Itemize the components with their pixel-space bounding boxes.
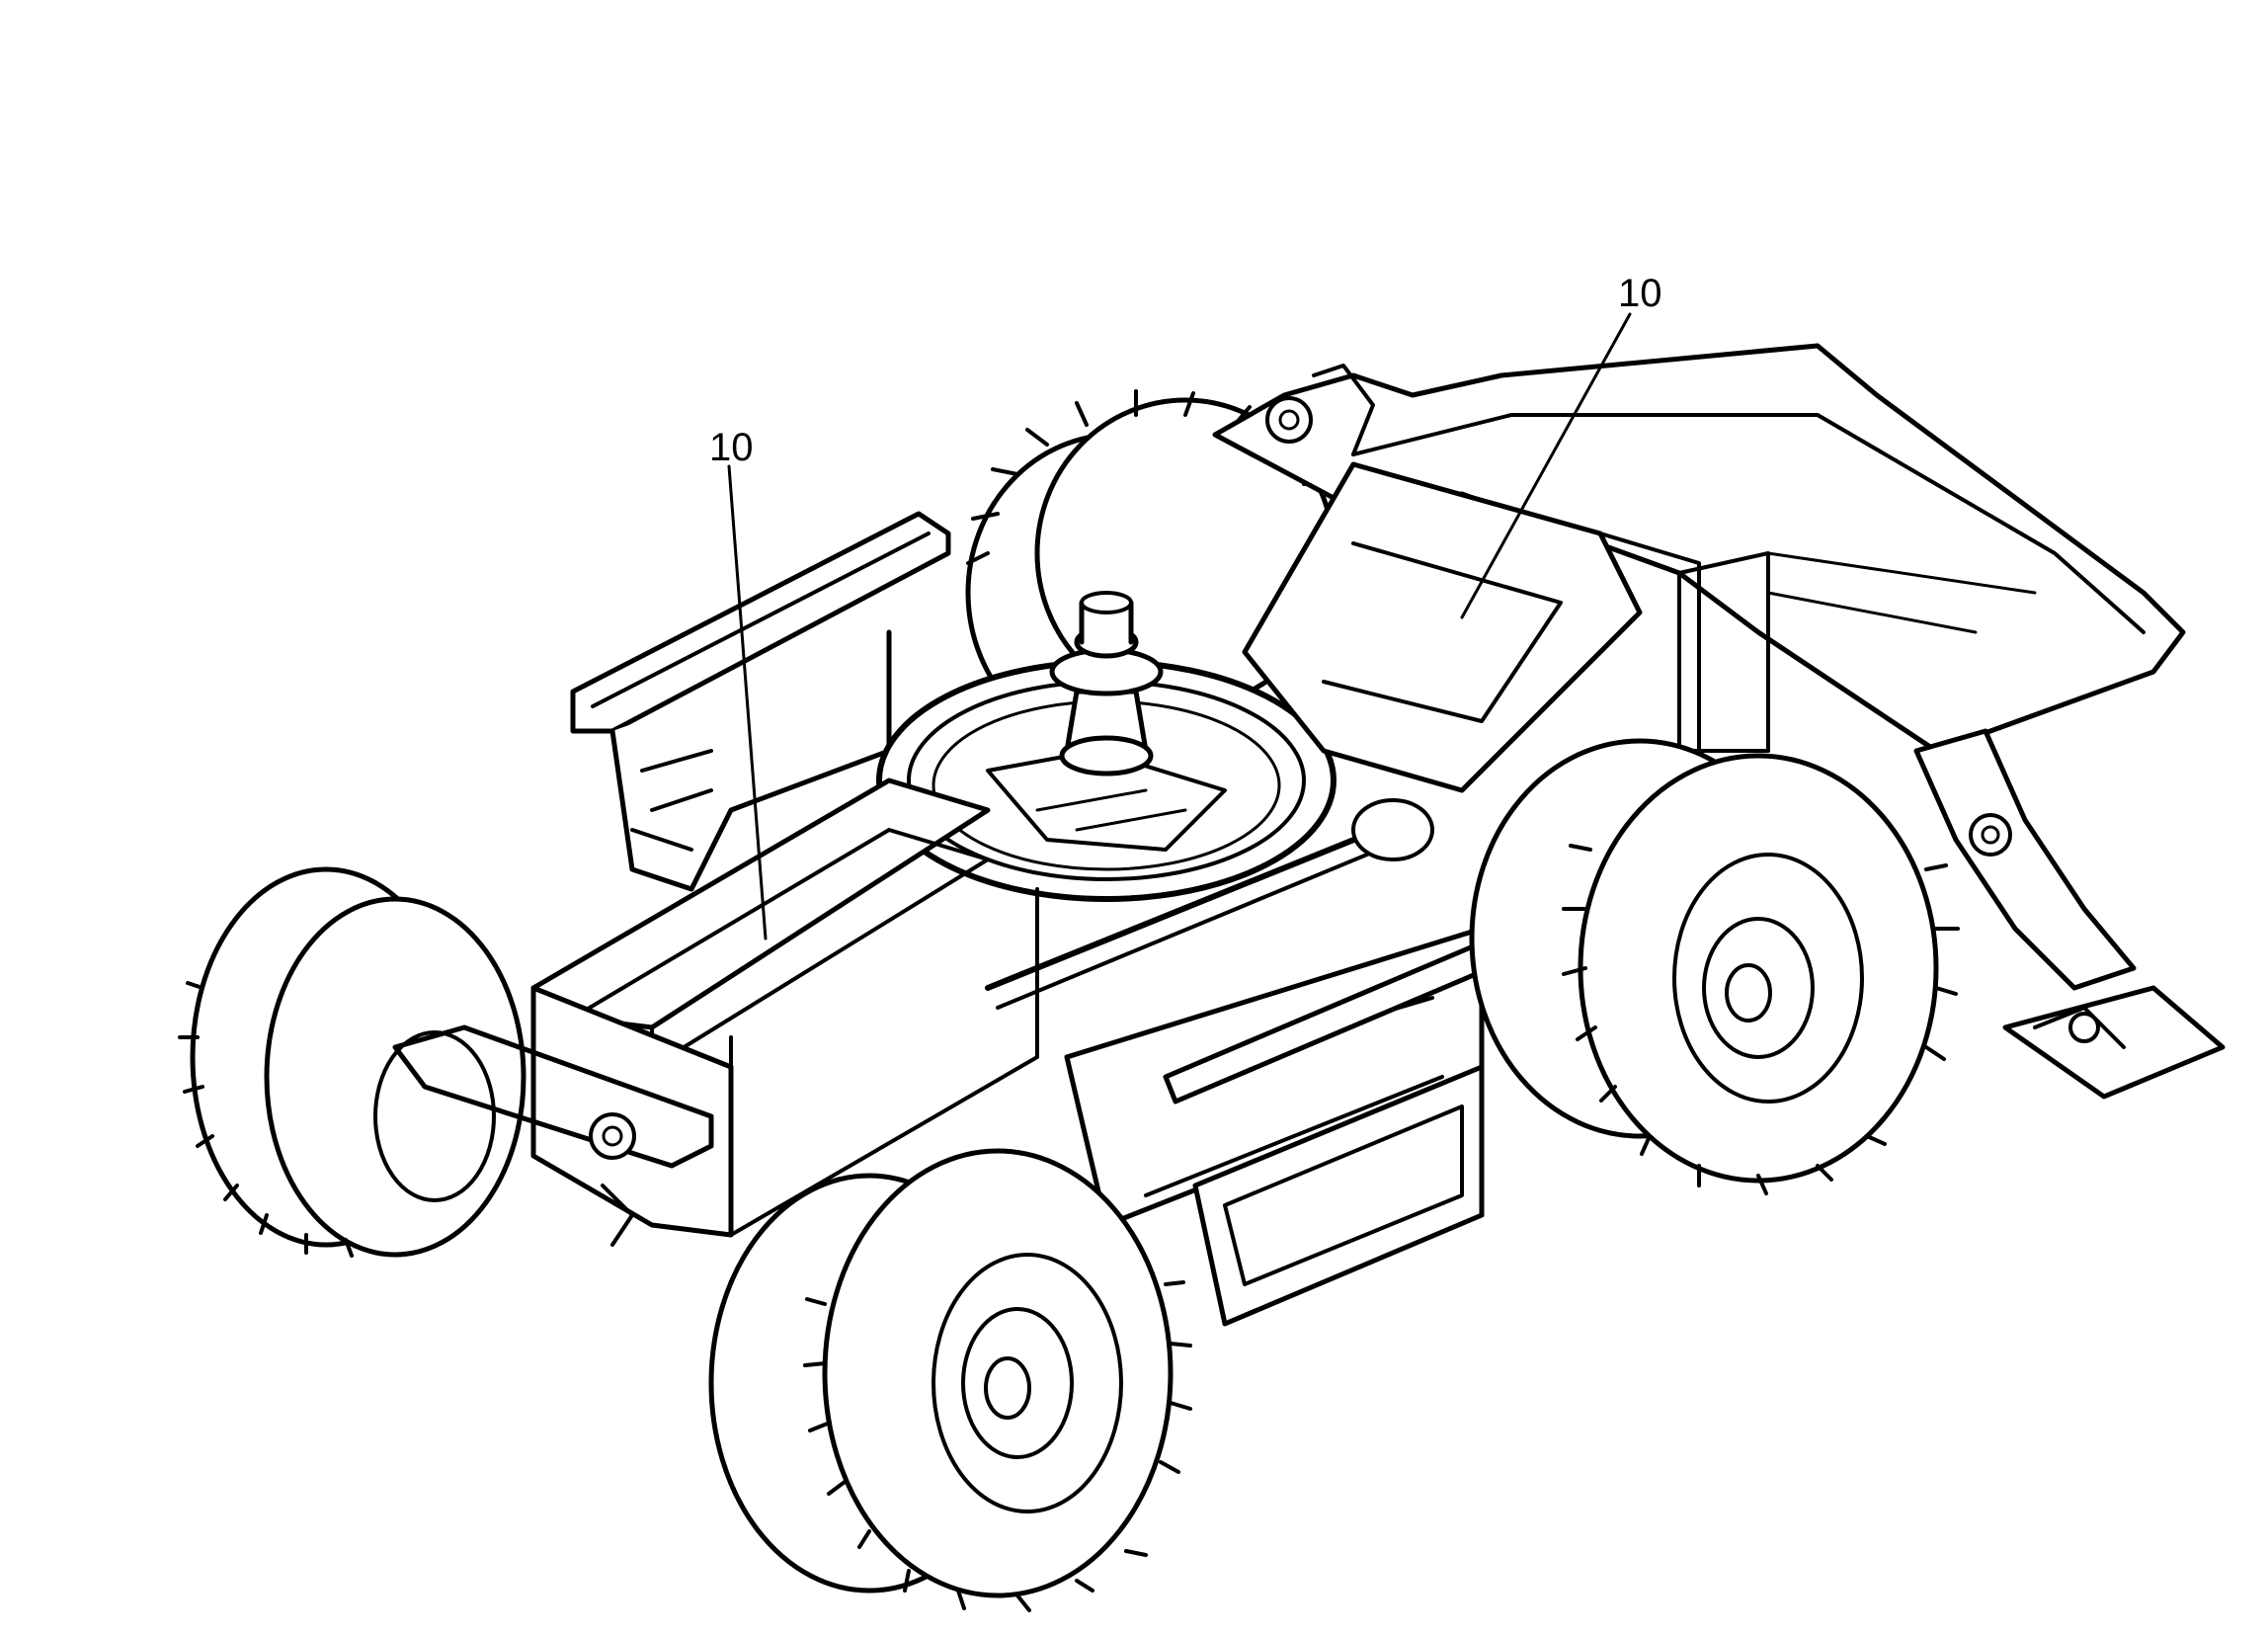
turntable-swing-bearing [876, 591, 1336, 902]
callout-leader-lines [727, 312, 1632, 941]
callout-left-label: 10 [709, 426, 754, 469]
front-tires [708, 1148, 1192, 1612]
callout-right-leader [1460, 312, 1632, 619]
rear-left-tires [178, 866, 526, 1258]
main-chassis-frame [530, 461, 1701, 1327]
callout-right-label: 10 [1618, 272, 1662, 315]
outrigger-stabilizer [1913, 728, 2226, 1100]
right-middle-tires [1469, 738, 1960, 1195]
front-bumper-tow-bar [392, 985, 734, 1247]
callout-left-leader [727, 464, 768, 941]
